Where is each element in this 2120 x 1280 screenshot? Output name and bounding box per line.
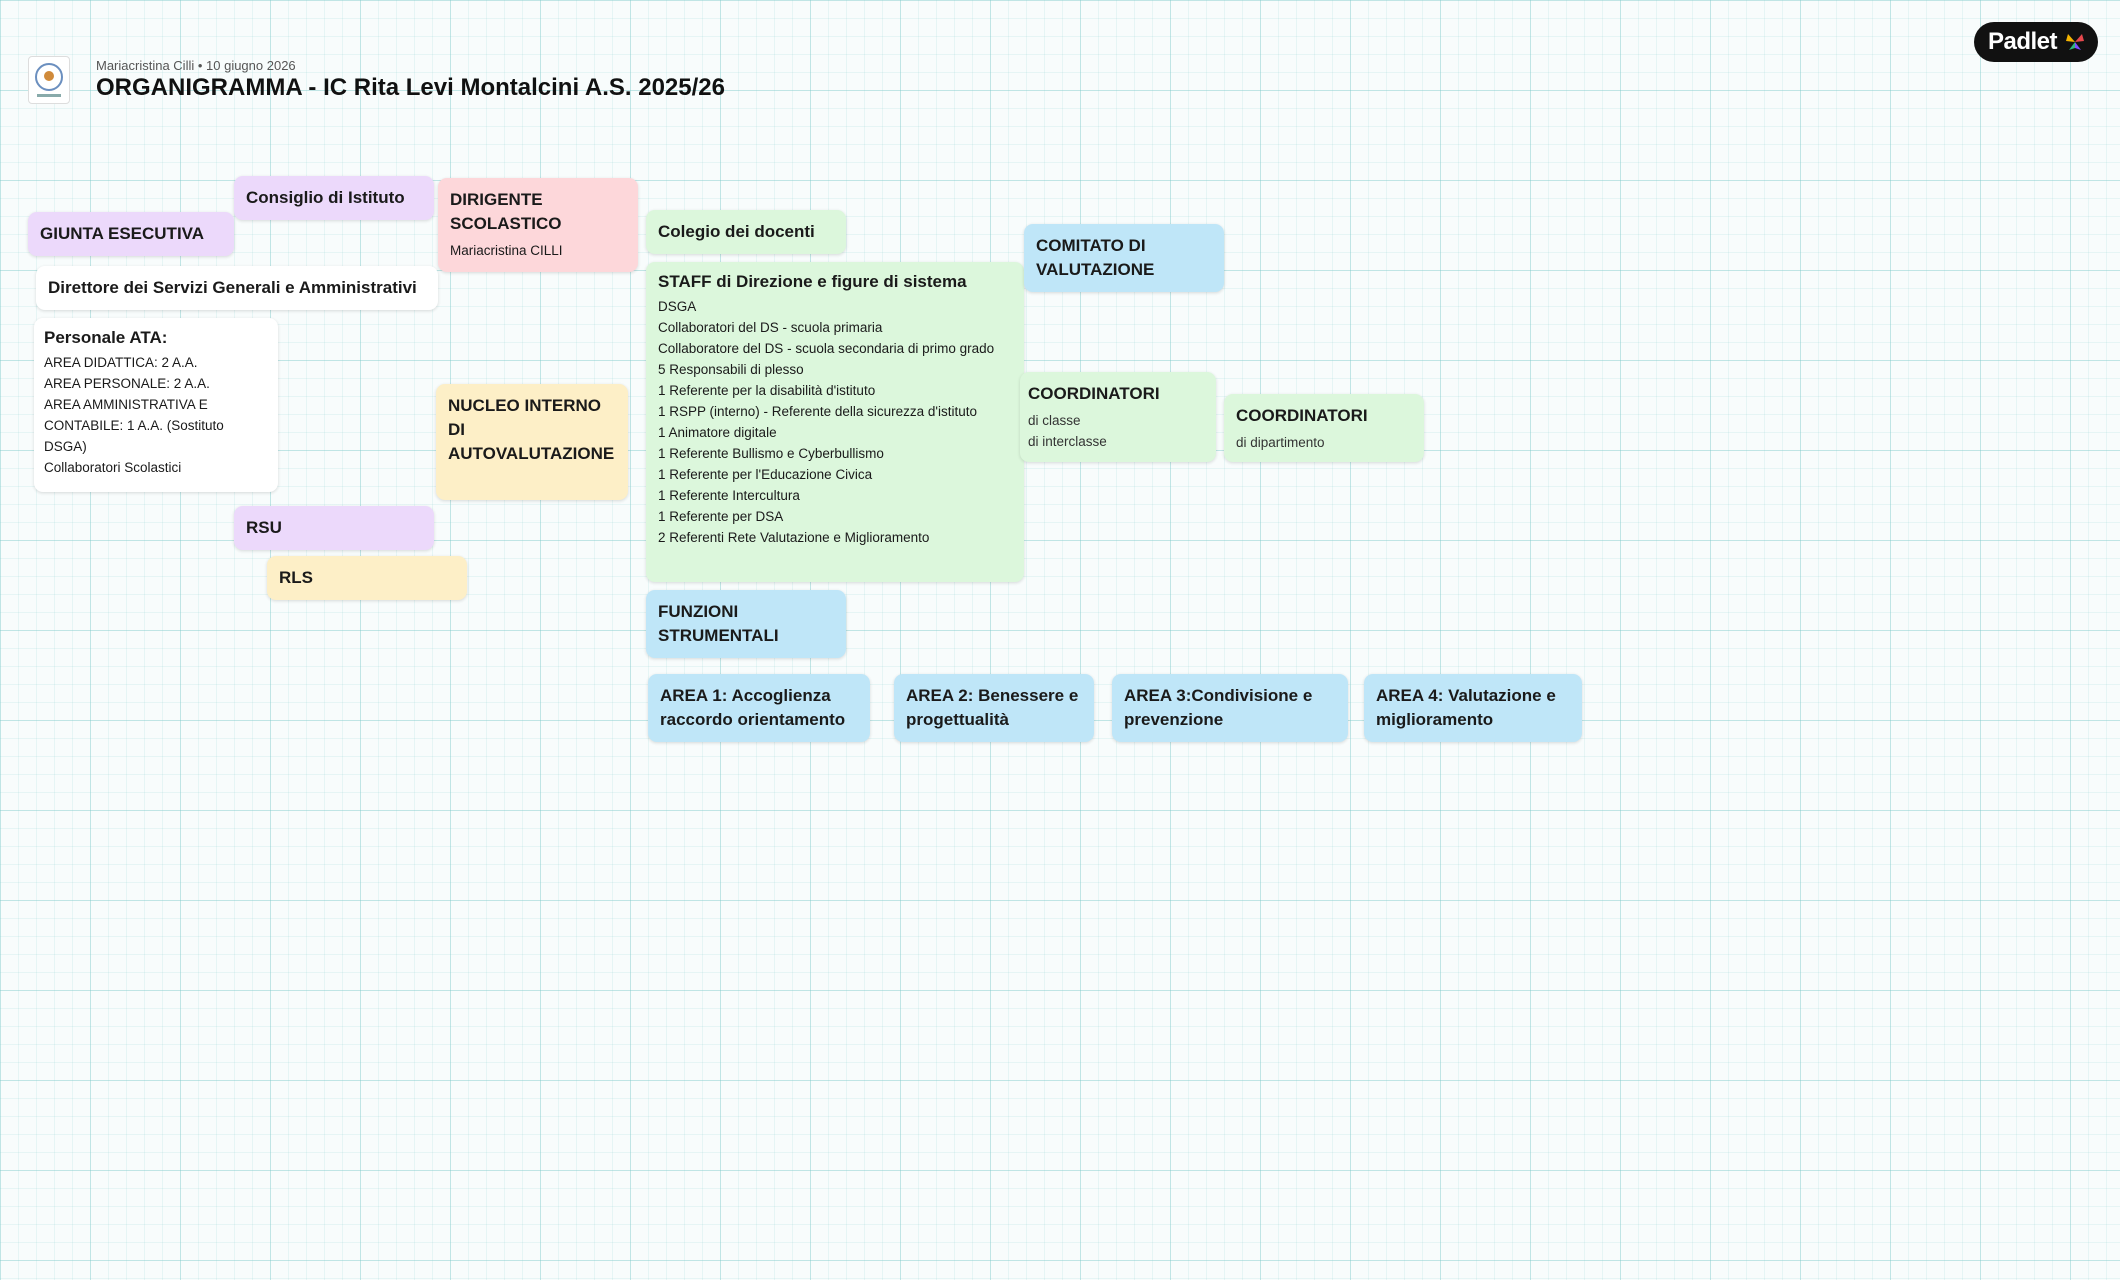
card-body: DSGA Collaboratori del DS - scuola prima… [658,299,995,545]
board-header: Mariacristina Cilli • 10 giugno 2026 ORG… [0,0,2120,110]
card-body: di dipartimento [1236,435,1325,450]
card-title: Direttore dei Servizi Generali e Amminis… [48,278,417,297]
card-title: GIUNTA ESECUTIVA [40,224,205,243]
card-area-3[interactable]: AREA 3:Condivisione e prevenzione [1112,674,1348,742]
card-title: NUCLEO INTERNO DI AUTOVALUTAZIONE [448,396,615,463]
card-area-2[interactable]: AREA 2: Benessere e progettualità [894,674,1094,742]
card-title: AREA 1: Accoglienza raccordo orientament… [660,686,846,729]
card-area-1[interactable]: AREA 1: Accoglienza raccordo orientament… [648,674,870,742]
card-collegio-docenti[interactable]: Colegio dei docenti [646,210,846,254]
padlet-brand-label: Padlet [1988,28,2058,55]
card-funzioni-strumentali[interactable]: FUNZIONI STRUMENTALI [646,590,846,658]
card-title: AREA 3:Condivisione e prevenzione [1124,686,1313,729]
card-body: di classe di interclasse [1028,413,1107,449]
card-dirigente-scolastico[interactable]: DIRIGENTE SCOLASTICO Mariacristina CILLI [438,178,638,272]
card-giunta-esecutiva[interactable]: GIUNTA ESECUTIVA [28,212,234,256]
padlet-petal-icon [2066,34,2084,50]
card-staff-direzione[interactable]: STAFF di Direzione e figure di sistema D… [646,262,1024,582]
card-nucleo-autovalutazione[interactable]: NUCLEO INTERNO DI AUTOVALUTAZIONE [436,384,628,500]
card-title: Personale ATA: [44,328,168,347]
card-title: AREA 4: Valutazione e miglioramento [1376,686,1556,729]
card-title: COORDINATORI [1028,384,1160,403]
board-meta: Mariacristina Cilli • 10 giugno 2026 [96,58,296,73]
card-title: COMITATO DI VALUTAZIONE [1036,236,1155,279]
card-coordinatori-classe[interactable]: COORDINATORI di classe di interclasse [1020,372,1216,462]
card-title: Consiglio di Istituto [246,188,405,207]
card-title: RLS [279,568,313,587]
card-title: FUNZIONI STRUMENTALI [658,602,779,645]
card-consiglio-istituto[interactable]: Consiglio di Istituto [234,176,434,220]
card-title: COORDINATORI [1236,406,1368,425]
padlet-logo-button[interactable]: Padlet [1974,22,2098,62]
card-body: AREA DIDATTICA: 2 A.A. AREA PERSONALE: 2… [44,355,224,475]
card-comitato-valutazione[interactable]: COMITATO DI VALUTAZIONE [1024,224,1224,292]
card-title: STAFF di Direzione e figure di sistema [658,272,967,291]
board-title: ORGANIGRAMMA - IC Rita Levi Montalcini A… [96,74,725,101]
card-area-4[interactable]: AREA 4: Valutazione e miglioramento [1364,674,1582,742]
card-title: Colegio dei docenti [658,222,815,241]
card-title: RSU [246,518,282,537]
card-personale-ata[interactable]: Personale ATA: AREA DIDATTICA: 2 A.A. AR… [34,318,278,492]
card-title: AREA 2: Benessere e progettualità [906,686,1079,729]
school-crest-icon[interactable] [28,56,70,104]
card-rls[interactable]: RLS [267,556,467,600]
card-coordinatori-dipartimento[interactable]: COORDINATORI di dipartimento [1224,394,1424,462]
card-title: DIRIGENTE SCOLASTICO [450,190,562,233]
card-direttore-sga[interactable]: Direttore dei Servizi Generali e Amminis… [36,266,438,310]
card-rsu[interactable]: RSU [234,506,434,550]
card-body: Mariacristina CILLI [450,243,563,258]
